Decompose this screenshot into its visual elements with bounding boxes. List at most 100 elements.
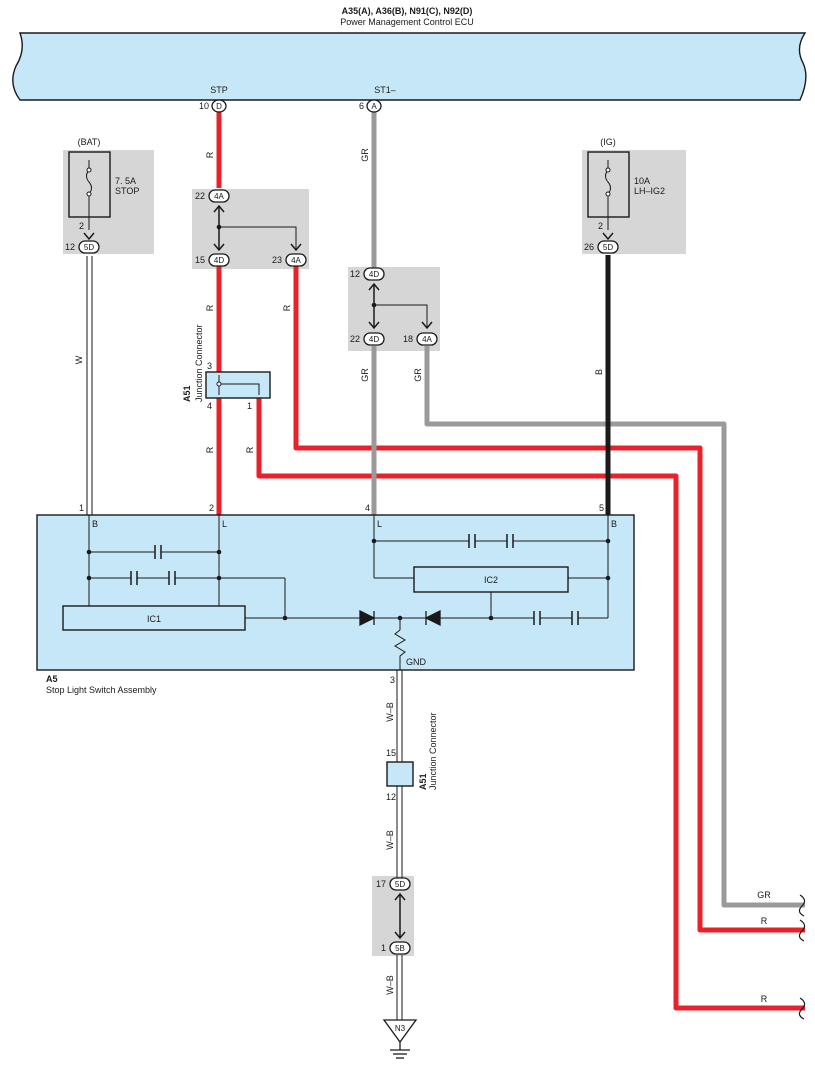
wire-color-labels: R R R R R GR GR GR W B W–B W–B W–B GR R … (74, 148, 771, 1004)
ecu-st1-label: ST1– (374, 85, 396, 95)
wire-ends (798, 894, 806, 1020)
wire-red-junction-1 (256, 398, 805, 1011)
ecu-stp-label: STP (210, 85, 228, 95)
jb-ground-bot-pin (389, 941, 411, 955)
fuse-stop-pin (78, 240, 100, 254)
jb-red-top-pin (208, 189, 230, 203)
jb-gray-left-pin (363, 332, 385, 346)
wire-label-r-4: R (282, 304, 292, 311)
fuse-stop-icon (86, 160, 92, 230)
junction-top-pin-in: 3 (207, 361, 212, 371)
junction-bottom-code: A51 (418, 773, 428, 790)
fuse-stop-arrow (83, 232, 95, 241)
wires (86, 110, 805, 1020)
switch-pin4: 4 (365, 503, 370, 513)
switch-diodes (359, 609, 441, 627)
ecu-pin-a-num: 6 (359, 101, 364, 111)
fuse-ig-conn: 5D (603, 243, 613, 252)
wire-label-r-2: R (205, 304, 215, 311)
junction-bottom-box (386, 761, 414, 787)
jb-gray-node (371, 302, 377, 308)
wire-label-r-5: R (245, 446, 255, 453)
ic1-box (62, 605, 246, 631)
junction-top-box (205, 371, 271, 399)
fuse-stop-source: (BAT) (78, 137, 101, 147)
switch-pin5: 5 (599, 503, 604, 513)
wire-red-branch-23 (293, 266, 805, 933)
ic2-box (413, 566, 569, 593)
wire-label-r-1: R (205, 151, 215, 158)
jb-gray-right-num: 18 (403, 334, 413, 344)
jb-red-top-num: 22 (195, 191, 205, 201)
wire-label-wb-2: W–B (385, 830, 395, 850)
jb-gray-right-conn: 4A (422, 335, 432, 344)
jb-gray-left-conn: 4D (369, 335, 379, 344)
fuse-ig-pin-num: 26 (584, 242, 594, 252)
jb-ground-internal (394, 892, 406, 940)
fuse-stop-name: STOP (115, 186, 139, 196)
jb-red-left-num: 15 (195, 255, 205, 265)
jb-red-right-num: 23 (272, 255, 282, 265)
switch-capacitors (130, 534, 579, 625)
wire-label-gr-3: GR (413, 368, 423, 382)
switch-pin1-label: B (92, 519, 98, 529)
fuse-ig-pin (597, 240, 619, 254)
junction-bottom-pin-out: 12 (386, 792, 396, 802)
ground-icon (390, 1042, 410, 1059)
ecu-codes: A35(A), A36(B), N91(C), N92(D) (342, 6, 473, 16)
junction-bottom-name: Junction Connector (428, 712, 438, 790)
fuse-stop-rating: 7. 5A (115, 176, 136, 186)
wire-label-wb-3: W–B (385, 975, 395, 995)
ecu-pin-a-conn: A (371, 102, 377, 111)
jb-gray-left-num: 22 (350, 334, 360, 344)
fuse-ig-rating: 10A (634, 176, 650, 186)
jb-red-right-conn: 4A (291, 256, 301, 265)
wire-label-r-3: R (205, 446, 215, 453)
wire-label-r-end-2: R (761, 994, 768, 1004)
jb-red-left-pin (208, 253, 230, 267)
ecu-pin-d-num: 10 (199, 101, 209, 111)
fuse-ig-arrow (602, 232, 614, 241)
ecu-pin-d-conn: D (216, 102, 222, 111)
jb-gray-right-pin (416, 332, 438, 346)
ground-code: N3 (395, 1024, 406, 1033)
jb-gray-top-conn: 4D (369, 270, 379, 279)
jb-red-top-conn: 4A (214, 192, 224, 201)
junction-top-pin-out-right: 1 (247, 401, 252, 411)
switch-pin4-label: L (377, 519, 382, 529)
jb-red-node (216, 224, 222, 230)
jb-red-left-conn: 4D (214, 256, 224, 265)
jb-gray-top-pin (363, 267, 385, 281)
ecu-pin-a (366, 99, 382, 113)
switch-pin2: 2 (209, 503, 214, 513)
jb-ground-top-conn: 5D (395, 880, 405, 889)
switch-pin5-label: B (611, 519, 617, 529)
junction-bottom-pin-in: 15 (386, 748, 396, 758)
fuse-ig-source: (IG) (600, 137, 616, 147)
switch-code: A5 (46, 674, 58, 684)
junction-top-pin-out-left: 4 (207, 401, 212, 411)
ic1-label: IC1 (147, 614, 161, 624)
wire-label-gr-1: GR (360, 148, 370, 162)
fuse-ig-icon (605, 160, 611, 230)
jb-ground-bot-num: 1 (381, 943, 386, 953)
wire-label-w: W (74, 355, 84, 364)
junction-top-node (216, 381, 222, 387)
fuse-ig-pin-top: 2 (598, 221, 603, 231)
switch-pin2-label: L (222, 519, 227, 529)
switch-nodes (86, 538, 611, 621)
ecu-pin-d (211, 99, 227, 113)
fuse-stop-conn: 5D (84, 243, 94, 252)
wire-label-gr-2: GR (360, 368, 370, 382)
switch-pin3: 3 (390, 675, 395, 685)
jb-red-right-pin (285, 253, 307, 267)
wire-label-gr-end: GR (757, 890, 771, 900)
switch-pin1: 1 (79, 503, 84, 513)
wire-label-b: B (594, 369, 604, 375)
switch-name: Stop Light Switch Assembly (46, 685, 157, 695)
jb-ground-top-pin (389, 877, 411, 891)
wire-label-r-end-1: R (761, 916, 768, 926)
fuse-ig-name: LH–IG2 (634, 186, 665, 196)
